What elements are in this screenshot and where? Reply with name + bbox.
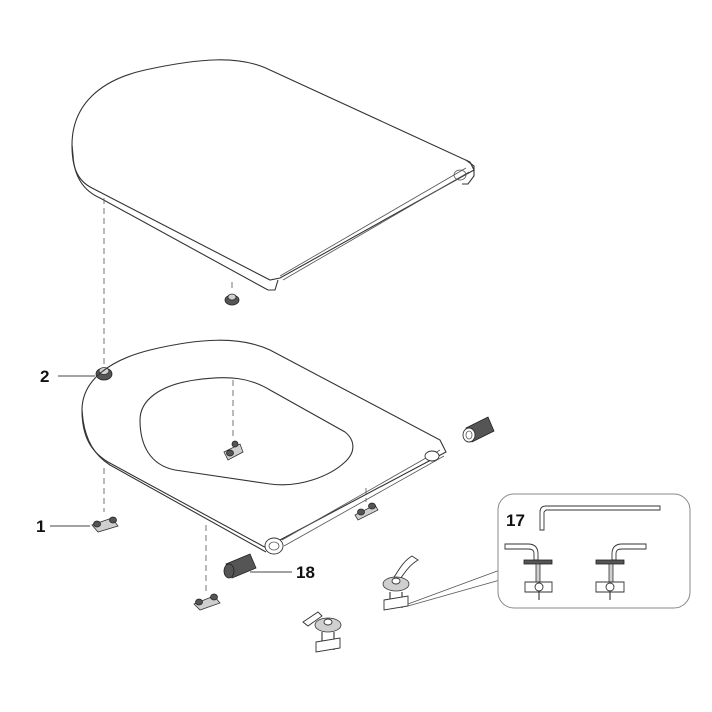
hinge-detail-inset xyxy=(497,493,691,609)
hex-key xyxy=(539,505,661,531)
hinge-left xyxy=(302,611,342,653)
hinge-sleeve-right xyxy=(462,416,495,443)
callout-label-17: 17 xyxy=(506,511,525,530)
seat-buffer-left xyxy=(91,516,119,533)
cover-buffer-under-lid xyxy=(224,282,240,306)
callout-label-18: 18 xyxy=(296,563,315,582)
seat-buffer-center xyxy=(223,380,244,461)
inset-hinge-right xyxy=(595,543,647,600)
inset-callout-lines xyxy=(407,569,501,607)
seat-buffer-front xyxy=(193,593,221,611)
inset-hinge-left xyxy=(504,543,553,600)
callout-label-1: 1 xyxy=(36,517,46,536)
cover-buffer xyxy=(95,367,113,381)
cover-lid xyxy=(71,59,475,291)
hinge-sleeve-left xyxy=(223,553,257,579)
hinge-right xyxy=(382,555,419,611)
callout-label-2: 2 xyxy=(40,367,50,386)
seat-buffer-right xyxy=(354,488,379,521)
seat-ring xyxy=(81,339,447,555)
